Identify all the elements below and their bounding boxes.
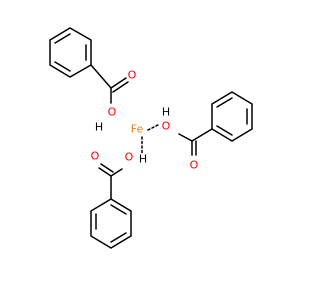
benzoate-bottom [90, 163, 132, 249]
iron-label: Fe [131, 123, 144, 136]
structure-canvas: O O H Fe O H O O H O [49, 27, 253, 249]
benzene-ring-bottom [90, 198, 132, 249]
hydrogen-label-bottom: H [139, 153, 147, 166]
benzene-ring-top-left [49, 27, 92, 78]
benzoate-top-left [49, 27, 129, 104]
ring-to-carboxyl-bond [90, 64, 112, 89]
oxygen-label-carbonyl: O [190, 159, 199, 172]
oxygen-label-hydroxyl: O [125, 151, 134, 164]
ring-to-carboxyl-bond [191, 128, 213, 142]
oxygen-label-carbonyl: O [128, 69, 137, 82]
hydrogen-label-right: H [162, 106, 170, 119]
hydrogen-label-left: H [95, 121, 103, 134]
molecule-diagram: O O H Fe O H O O H O [49, 27, 253, 249]
benzene-ring-right [211, 91, 253, 142]
oxygen-label-hydroxyl: O [162, 120, 171, 133]
benzoate-right [178, 91, 253, 156]
coordination-bond-right [147, 123, 161, 131]
oxygen-label-carbonyl: O [91, 150, 100, 163]
oxygen-label-hydroxyl: O [108, 106, 117, 119]
